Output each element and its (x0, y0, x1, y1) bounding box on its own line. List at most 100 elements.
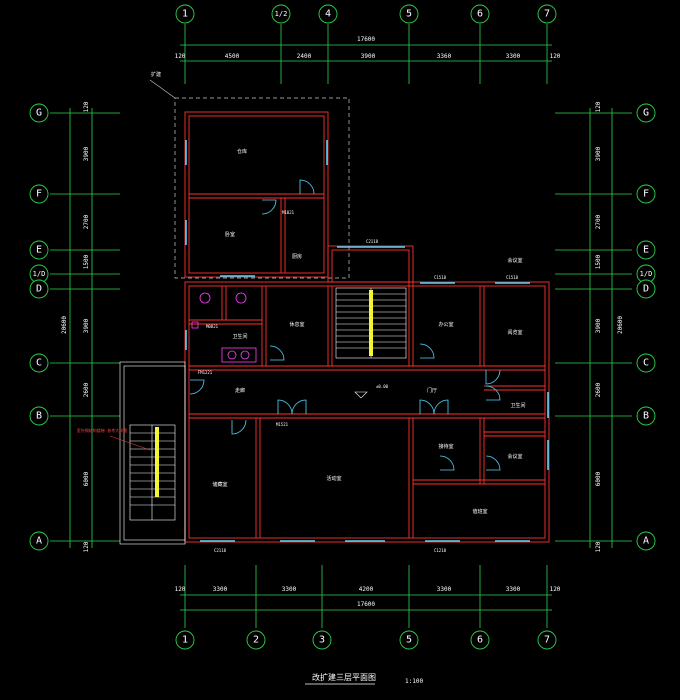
room-label-10: 门厅 (427, 387, 437, 394)
axis-left-b: B (36, 411, 42, 422)
room-label-5: 休息室 (289, 321, 304, 328)
external-stair (119, 361, 186, 545)
axis-right-d: D (643, 284, 649, 295)
room-label-9: 走廊 (235, 387, 245, 394)
dimension-lines (50, 24, 632, 628)
extension-boundary (174, 97, 350, 279)
dim-left-edge-t: 120 (83, 101, 90, 112)
axis-right-e: E (643, 245, 649, 256)
axis-top-6: 7 (544, 9, 550, 20)
axis-right-1d: 1/D (640, 270, 653, 278)
axis-bottom-6: 7 (544, 635, 550, 646)
room-label-1: 仓库 (237, 148, 247, 155)
axis-top-1: 1 (182, 9, 188, 20)
dim-top-seg-2: 2400 (297, 53, 312, 60)
stair-handrail (369, 290, 373, 356)
dim-right-edge-t: 120 (595, 101, 602, 112)
dim-bottom-edge-r: 120 (550, 586, 561, 593)
axis-left-d: D (36, 284, 42, 295)
code-7: C1518 (506, 275, 519, 280)
dim-right-seg-3: 1500 (595, 254, 602, 269)
dim-right-seg-1: 3900 (595, 146, 602, 161)
code-4: M1521 (276, 422, 289, 427)
dim-top-seg-5: 3300 (506, 53, 521, 60)
axis-top-3: 4 (325, 9, 331, 20)
dim-top-edge-r: 120 (550, 53, 561, 60)
doors (189, 179, 501, 471)
dim-top-total: 17600 (357, 36, 375, 43)
axis-bottom-5: 6 (477, 635, 483, 646)
level-mark: ±0.00 (376, 384, 389, 389)
axis-right-g: G (643, 108, 649, 119)
room-label-16: 会议室 (507, 257, 522, 264)
room-label-15: 值班室 (472, 508, 487, 515)
dim-top-edge-l: 120 (175, 53, 186, 60)
axis-bottom-1: 1 (182, 635, 188, 646)
dim-left-edge-b: 120 (83, 541, 90, 552)
dim-right-seg-6: 6000 (595, 471, 602, 486)
dim-bottom-seg-4: 3300 (437, 586, 452, 593)
room-label-8: 活动室 (326, 475, 341, 482)
code-1: C2118 (366, 239, 379, 244)
code-8: C1218 (434, 548, 447, 553)
axis-top-4: 5 (406, 9, 412, 20)
room-label-6: 办公室 (438, 321, 453, 328)
code-5: M0821 (206, 324, 219, 329)
dim-left-seg-3: 1500 (83, 254, 90, 269)
axis-right-a: A (643, 536, 649, 547)
external-stair-treads (130, 432, 175, 506)
dim-bottom-total: 17600 (357, 601, 375, 608)
axis-right-c: C (643, 358, 649, 369)
dim-top-seg-4: 3360 (437, 53, 452, 60)
room-label-3: 厨房 (292, 253, 302, 260)
dim-bottom-seg-3: 4200 (359, 586, 374, 593)
extension-label: 扩建 (151, 71, 161, 78)
dim-left-seg-6: 6000 (83, 471, 90, 486)
dim-bottom-edge-l: 120 (175, 586, 186, 593)
axis-bubbles (29, 4, 656, 650)
dim-left-seg-4: 3900 (83, 318, 90, 333)
room-label-7: 阅览室 (507, 329, 522, 336)
dim-left-seg-1: 3900 (83, 146, 90, 161)
axis-left-c: C (36, 358, 42, 369)
dim-top-seg-1: 4500 (225, 53, 240, 60)
code-3: M1021 (282, 210, 295, 215)
stair-note: 室外钢结构楼梯 参考大样图 (77, 427, 127, 433)
room-label-13: 会议室 (507, 453, 522, 460)
room-label-11: 卫生间 (510, 402, 525, 409)
axis-left-g: G (36, 108, 42, 119)
axis-left-1d: 1/D (33, 270, 46, 278)
drawing-scale: 1:100 (405, 678, 423, 685)
level-triangle-icon (354, 391, 368, 399)
axis-left-f: F (36, 189, 42, 200)
ext-stair-handrail (155, 427, 159, 497)
dim-right-seg-5: 2600 (595, 382, 602, 397)
dim-left-seg-2: 2700 (83, 214, 90, 229)
axis-bottom-4: 5 (406, 635, 412, 646)
dim-right-edge-b: 120 (595, 541, 602, 552)
dim-bottom-seg-1: 3300 (213, 586, 228, 593)
axis-bottom-3: 3 (319, 635, 325, 646)
axis-bottom-2: 2 (253, 635, 259, 646)
dim-left-total: 20600 (61, 316, 68, 334)
room-label-2: 卧室 (225, 231, 235, 238)
dim-right-seg-2: 2700 (595, 214, 602, 229)
walls (184, 111, 550, 543)
dim-bottom-seg-5: 3300 (506, 586, 521, 593)
axis-top-5: 6 (477, 9, 483, 20)
axis-right-b: B (643, 411, 649, 422)
axis-left-e: E (36, 245, 42, 256)
sanitary-fixtures (191, 292, 257, 363)
code-2: C1518 (434, 275, 447, 280)
windows (185, 140, 549, 542)
axis-left-a: A (36, 536, 42, 547)
dim-bottom-seg-2: 3300 (282, 586, 297, 593)
dim-right-total: 20600 (617, 316, 624, 334)
room-label-12: 接待室 (438, 443, 453, 450)
dim-top-seg-3: 3900 (361, 53, 376, 60)
axis-right-f: F (643, 189, 649, 200)
extension-leader (149, 79, 176, 99)
dim-right-seg-4: 3900 (595, 318, 602, 333)
dim-left-seg-5: 2600 (83, 382, 90, 397)
